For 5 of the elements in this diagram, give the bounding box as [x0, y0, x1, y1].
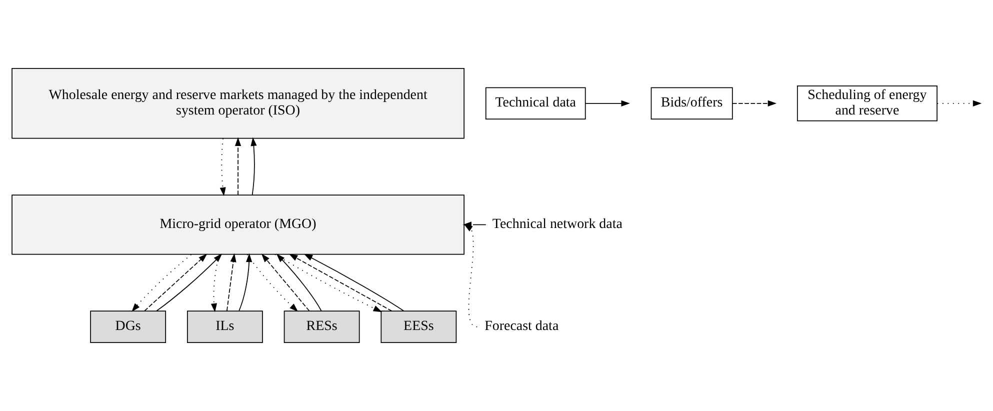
legend-label: Technical data: [495, 96, 576, 111]
legend-label: Scheduling of energy and reserve: [808, 88, 927, 119]
legend-label: Bids/offers: [660, 96, 723, 111]
node-text: Forecast data: [484, 319, 559, 334]
node-text: Technical network data: [492, 217, 622, 232]
